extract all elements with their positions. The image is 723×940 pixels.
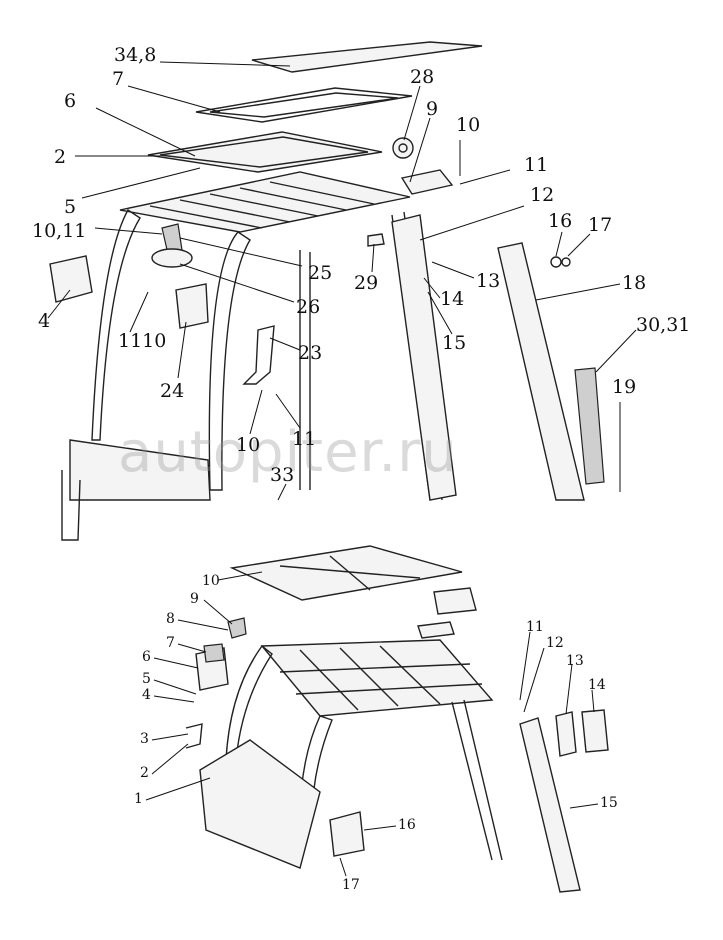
label-29: 29 [354,272,379,294]
label-30-31: 30,31 [636,314,691,336]
label-17: 17 [588,214,613,236]
roof-frame [147,131,383,173]
post-12 [391,214,457,501]
cab-lower-panel [69,439,211,501]
lower-label-16: 16 [398,817,416,833]
box-4 [49,255,93,303]
lower-label-5: 5 [142,671,151,687]
label-6: 6 [64,90,77,112]
part-8 [227,617,247,639]
strip-30-31 [574,367,605,485]
lower-label-9: 9 [190,591,199,607]
lower-label-7: 7 [166,635,175,651]
label-9: 9 [426,98,439,120]
lower-label-4: 4 [142,687,151,703]
label-10b: 10 [236,434,261,456]
label-25: 25 [308,262,333,284]
part-28 [392,137,414,159]
lower-label-12: 12 [546,635,564,651]
part-29 [367,233,385,247]
part-3 [185,723,203,749]
lower-cab-grid [260,639,494,717]
part-14 [581,709,609,753]
lower-label-6: 6 [142,649,151,665]
label-4: 4 [38,310,51,332]
label-23: 23 [298,342,323,364]
roof-sheet [251,41,483,73]
handle-23 [242,325,275,385]
label-2: 2 [54,146,67,168]
label-11b: 11 [292,428,317,450]
lower-label-15: 15 [600,795,618,811]
bracket-24 [175,283,209,329]
label-34-8: 34,8 [114,44,157,66]
lower-label-17: 17 [342,877,360,893]
part-7 [203,643,225,663]
mirror-26 [151,248,193,268]
label-26: 26 [296,296,321,318]
label-1110: 1110 [118,330,167,352]
rail-15 [519,717,581,893]
label-13: 13 [476,270,501,292]
lower-label-14: 14 [588,677,606,693]
lower-leaders [145,571,599,877]
bracket-9 [400,169,454,195]
label-33: 33 [270,464,295,486]
lower-label-1: 1 [134,791,143,807]
lower-label-8: 8 [166,611,175,627]
label-14: 14 [440,288,465,310]
roof-panel-10 [229,545,463,601]
part-16 [329,811,365,857]
label-15: 15 [442,332,467,354]
rail-18 [497,242,585,501]
label-10-11: 10,11 [32,220,87,242]
label-18: 18 [622,272,647,294]
lower-label-13: 13 [566,653,584,669]
label-12: 12 [530,184,555,206]
label-24: 24 [160,380,185,402]
label-11: 11 [524,154,549,176]
lower-label-3: 3 [140,731,149,747]
lower-label-2: 2 [140,765,149,781]
lower-label-10: 10 [202,573,220,589]
lower-cab-panel [199,739,321,869]
plate [417,621,455,639]
roof-seal-frame [195,87,413,123]
lamp-box [433,587,477,615]
part-13 [555,711,577,757]
upper-leaders [47,61,637,501]
label-16: 16 [548,210,573,232]
label-19: 19 [612,376,637,398]
cab-front-arch [91,208,141,441]
label-28: 28 [410,66,435,88]
label-5: 5 [64,196,77,218]
watermark: autopiter.ru [118,420,458,485]
cab-roof-grid [119,171,411,233]
label-7: 7 [112,68,125,90]
label-10: 10 [456,114,481,136]
lower-label-11: 11 [526,619,544,635]
